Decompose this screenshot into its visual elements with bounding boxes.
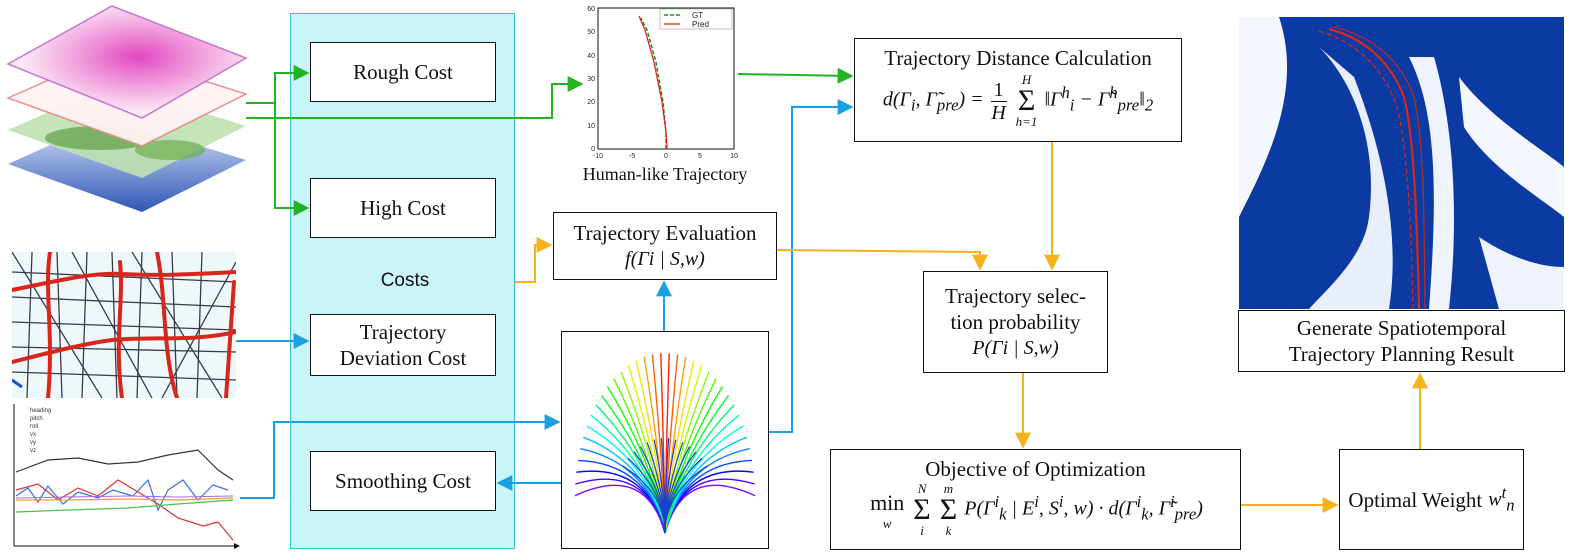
legend-gt: GT (692, 11, 703, 20)
fan-core-curve (622, 465, 666, 534)
sensor-legend-vx: vx (30, 432, 36, 438)
ytick-40: 40 (587, 53, 595, 60)
fan-curve (574, 484, 666, 534)
selection-probability-line2: tion probability (950, 310, 1081, 334)
high-cost-label: High Cost (360, 196, 446, 220)
deviation-cost-box: Trajectory Deviation Cost (310, 314, 496, 376)
optimal-weight-label: Optimal Weight (1348, 487, 1483, 512)
distance-calculation-label: Trajectory Distance Calculation (884, 46, 1152, 70)
ytick-10: 10 (587, 123, 595, 130)
sensor-legend-heading: heading (30, 408, 51, 414)
rough-cost-box: Rough Cost (310, 42, 496, 102)
distance-calculation-box: Trajectory Distance Calculation d(Γi, Γ̃… (854, 38, 1182, 142)
optimal-weight-box: Optimal Weight wtn (1339, 449, 1524, 550)
trajectory-evaluation-box: Trajectory Evaluation f(Γi | S,w) (553, 212, 777, 280)
ytick-60: 60 (587, 6, 595, 13)
ytick-30: 30 (587, 76, 595, 83)
optimal-weight-symbol: wtn (1488, 483, 1515, 515)
sensor-legend-vy: vy (30, 440, 36, 446)
sensor-signal-plot-icon: heading pitch roll vx vy vz (13, 404, 240, 549)
deviation-cost-line2: Deviation Cost (339, 346, 467, 370)
xtick-m10: -10 (593, 153, 603, 160)
human-like-trajectory-caption: Human-like Trajectory (582, 164, 748, 184)
trajectory-fan-box (561, 331, 769, 549)
probability-formula: P(Γi | S,w) (972, 337, 1059, 359)
road-network-map-icon (12, 252, 236, 398)
sensor-legend-pitch: pitch (30, 416, 43, 422)
selection-probability-line1: Trajectory selec- (945, 284, 1086, 308)
ytick-20: 20 (587, 99, 595, 106)
selection-probability-box: Trajectory selec- tion probability P(Γi … (923, 271, 1108, 373)
legend-pred: Pred (692, 20, 709, 29)
generate-result-line2: Trajectory Planning Result (1288, 342, 1515, 366)
sensor-legend-vz: vz (30, 448, 36, 454)
costs-label: Costs (380, 270, 430, 291)
deviation-cost-line1: Trajectory (359, 320, 447, 344)
human-like-trajectory-chart: 0 10 20 30 40 50 60 -10 -5 0 5 10 GT Pre… (587, 6, 738, 160)
objective-label: Objective of Optimization (925, 457, 1146, 481)
arrow-costs-to-evaluation (515, 237, 553, 283)
high-cost-box: High Cost (310, 178, 496, 238)
generate-result-line1: Generate Spatiotemporal (1296, 316, 1507, 340)
smoothing-cost-box: Smoothing Cost (310, 451, 496, 511)
xtick-5: 5 (698, 153, 702, 160)
smoothing-cost-label: Smoothing Cost (335, 469, 471, 493)
xtick-10: 10 (730, 153, 738, 160)
trajectory-fan-icon (574, 353, 756, 534)
ytick-0: 0 (591, 146, 595, 153)
xtick-m5: -5 (629, 153, 635, 160)
arrow-chart-to-distance (737, 67, 854, 84)
xtick-0: 0 (664, 153, 668, 160)
arrow-fan-to-distance (769, 99, 854, 433)
planning-result-map-icon (1239, 17, 1564, 309)
stacked-terrain-layers-icon (5, 5, 248, 212)
trajectory-evaluation-label: Trajectory Evaluation (573, 221, 757, 245)
sensor-legend-roll: roll (30, 424, 38, 430)
evaluation-formula: f(Γi | S,w) (625, 248, 705, 270)
rough-cost-label: Rough Cost (353, 60, 453, 84)
ytick-50: 50 (587, 29, 595, 36)
arrow-evaluation-to-probability (776, 249, 988, 271)
generate-result-box: Generate Spatiotemporal Trajectory Plann… (1238, 310, 1565, 372)
